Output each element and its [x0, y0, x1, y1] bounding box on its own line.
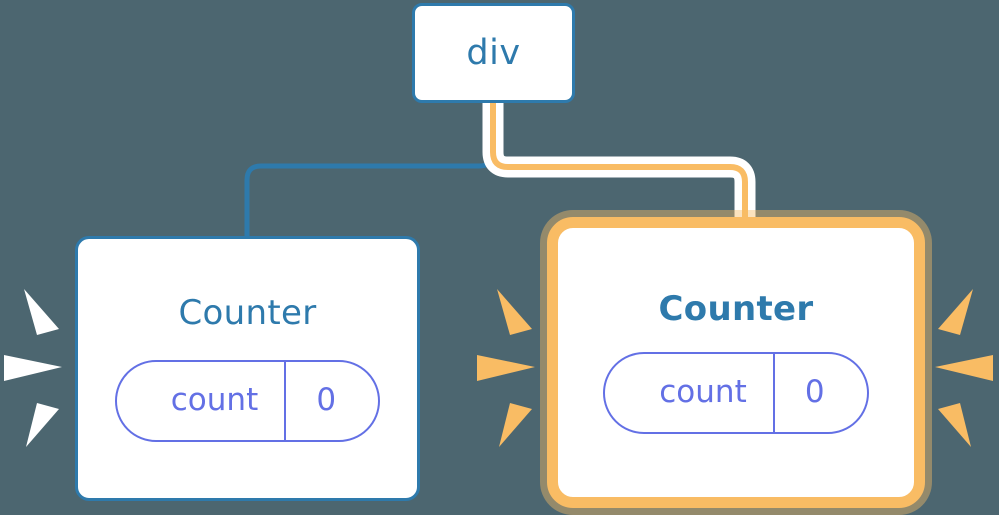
state-value: 0 — [772, 353, 867, 432]
edge-div-to-counter-right — [490, 97, 748, 235]
edge-div-to-counter-left — [244, 97, 496, 243]
state-key: count — [659, 374, 747, 410]
node-counter-left-title: Counter — [178, 292, 317, 333]
node-counter-right-highlighted[interactable]: Counter count 0 — [547, 217, 925, 508]
state-pill-counter-right: count 0 — [603, 351, 869, 434]
state-value: 0 — [284, 361, 378, 440]
node-counter-left[interactable]: Counter count 0 — [75, 236, 420, 501]
node-counter-right-title: Counter — [658, 288, 814, 329]
state-key: count — [170, 382, 259, 418]
state-pill-counter-left: count 0 — [114, 359, 381, 442]
node-div[interactable]: div — [412, 3, 575, 103]
node-div-label: div — [466, 32, 521, 73]
